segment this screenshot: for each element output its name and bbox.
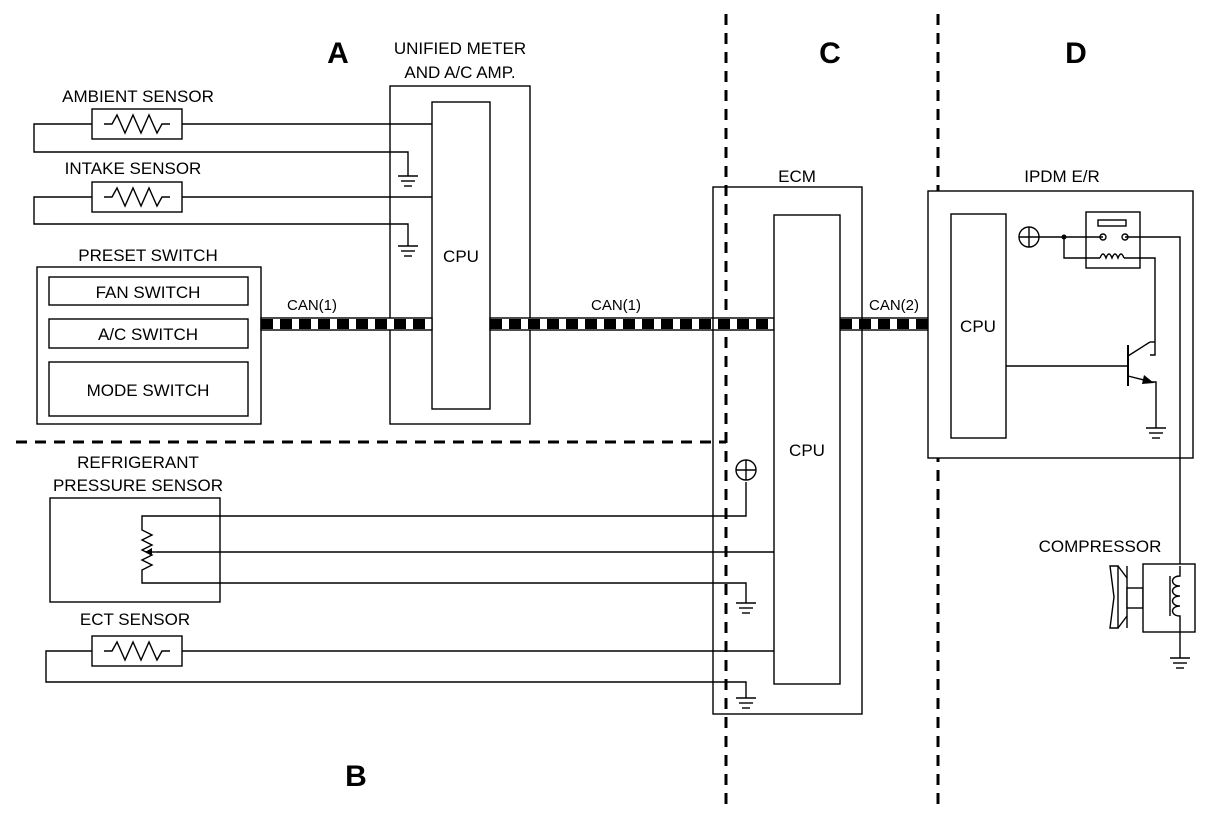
ecm-cpu-label: CPU — [789, 441, 825, 460]
mode-switch-box — [48, 361, 249, 417]
ecm-cpu-box — [773, 214, 841, 685]
ambient-sensor-resistor-icon — [91, 108, 183, 140]
refrigerant-sensor-label-line1: REFRIGERANT — [77, 453, 199, 472]
refrigerant-supply-wire — [141, 482, 747, 520]
unified-meter-title-line2: AND A/C AMP. — [404, 63, 515, 82]
transistor-icon — [1006, 341, 1157, 420]
ipdm-relay-coil-return — [1124, 257, 1156, 356]
intake-sensor-label: INTAKE SENSOR — [65, 159, 202, 178]
zone-label-d: D — [1065, 37, 1087, 70]
power-icon — [735, 459, 757, 481]
ipdm-relay-output-wire — [1125, 236, 1181, 566]
ecm-title: ECM — [778, 167, 816, 186]
ipdm-cpu-label: CPU — [960, 317, 996, 336]
ecm-box — [712, 186, 863, 715]
ect-sensor-label: ECT SENSOR — [80, 610, 190, 629]
compressor-label: COMPRESSOR — [1039, 537, 1162, 556]
intake-sensor-wire-return — [33, 196, 409, 238]
coil-icon — [1169, 566, 1181, 630]
unified-meter-cpu-label: CPU — [443, 247, 479, 266]
ect-sensor-wire-return — [45, 650, 747, 690]
can-bus — [260, 317, 951, 331]
zone-label-b: B — [345, 760, 367, 793]
potentiometer-icon — [140, 520, 157, 581]
ground-icon — [735, 594, 757, 614]
fan-switch-box — [48, 276, 249, 306]
ambient-sensor-label: AMBIENT SENSOR — [62, 87, 214, 106]
ground-icon — [735, 689, 757, 709]
ipdm-cpu-box — [950, 213, 1007, 439]
refrigerant-ground-wire — [141, 581, 747, 595]
unified-meter-cpu-box — [431, 101, 491, 410]
preset-switch-title: PRESET SWITCH — [78, 246, 217, 265]
clutch-icon — [1109, 565, 1144, 629]
power-icon — [1018, 226, 1040, 248]
can-bus-label-3: CAN(2) — [869, 297, 919, 314]
ect-sensor-resistor-icon — [91, 635, 183, 667]
refrigerant-sensor-box — [49, 497, 221, 603]
relay-icon — [1085, 211, 1141, 269]
ipdm-title: IPDM E/R — [1024, 167, 1100, 186]
zone-label-c: C — [819, 37, 841, 70]
refrigerant-sensor-label-line2: PRESSURE SENSOR — [53, 476, 223, 495]
ac-switch-label: A/C SWITCH — [98, 325, 198, 344]
ground-icon — [1169, 649, 1191, 669]
mode-switch-label: MODE SWITCH — [87, 381, 210, 400]
intake-sensor-resistor-icon — [91, 181, 183, 213]
compressor-box — [1142, 563, 1196, 633]
can-bus-label-2: CAN(1) — [591, 297, 641, 314]
fan-switch-label: FAN SWITCH — [96, 283, 201, 302]
ambient-sensor-wire-return — [33, 123, 409, 168]
zone-label-a: A — [327, 37, 349, 70]
ac-switch-box — [48, 318, 249, 349]
ipdm-relay-coil-wire — [1063, 237, 1100, 259]
can-bus-label-1: CAN(1) — [287, 297, 337, 314]
unified-meter-title-line1: UNIFIED METER — [394, 39, 526, 58]
